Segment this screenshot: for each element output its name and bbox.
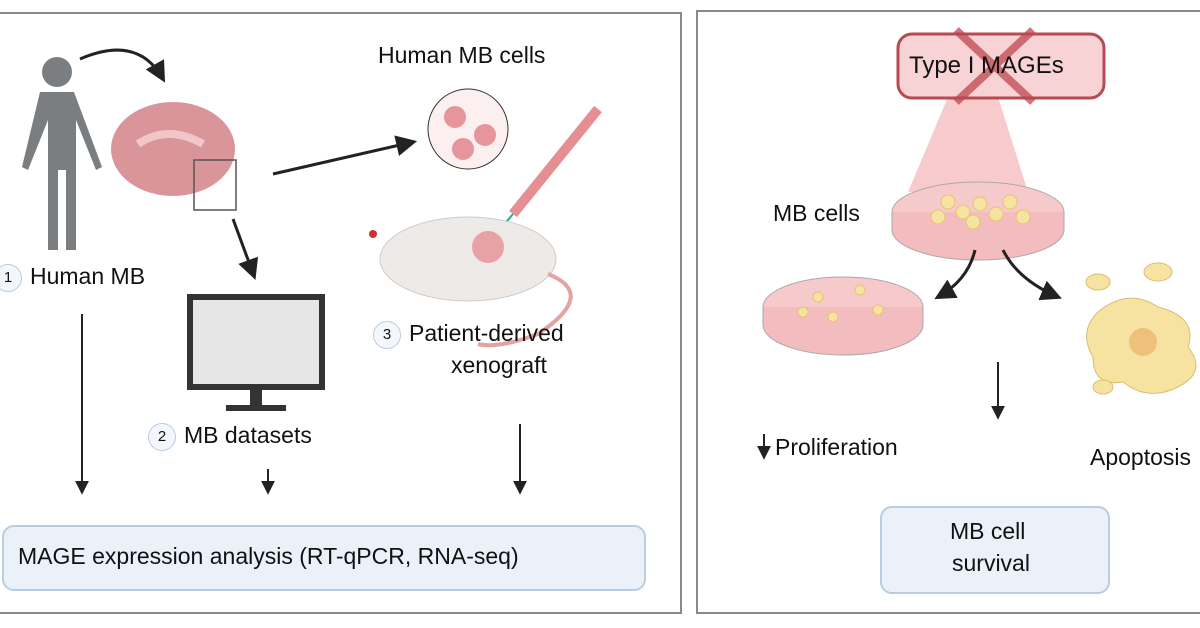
analysis-box: MAGE expression analysis (RT-qPCR, RNA-s… — [2, 525, 646, 591]
human-silhouette-icon — [22, 57, 102, 250]
right-illustration — [757, 27, 1197, 579]
knockout-beam — [908, 97, 1028, 192]
step1-number: 1 — [0, 263, 22, 292]
dish-label: MB cells — [773, 200, 860, 226]
petri-dish-main-icon — [891, 181, 1065, 261]
step2-number: 2 — [148, 422, 176, 451]
monitor-icon — [187, 294, 325, 411]
proliferation-label: Proliferation — [775, 434, 898, 460]
step3-label: 3 Patient-derived — [373, 320, 564, 349]
step1-text: Human MB — [30, 263, 146, 289]
apoptosis-label: Apoptosis — [1090, 444, 1192, 470]
survival-box: MB cell survival — [880, 506, 1110, 594]
left-illustration — [22, 48, 602, 495]
arrow-human-to-brain — [79, 48, 166, 83]
arrow-to-proliferation — [934, 249, 977, 300]
right-panel: Type I MAGEs MB cells Proliferation Apop… — [696, 10, 1200, 614]
step2-text: MB datasets — [184, 422, 312, 448]
knockout-label: Type I MAGEs — [909, 52, 1064, 79]
brain-icon — [111, 102, 237, 211]
apoptosis-cell-icon — [1085, 262, 1197, 395]
step2-label: 2 MB datasets — [148, 422, 312, 451]
step3-text-2: xenograft — [451, 352, 547, 378]
cells-circle-icon — [427, 88, 509, 170]
knockout-x-icon — [953, 27, 1036, 105]
knockout-box — [896, 32, 1106, 100]
arrow-brain-to-datasets — [231, 218, 259, 280]
survival-text-2: survival — [952, 550, 1030, 576]
step3-text-1: Patient-derived — [409, 320, 564, 346]
arrow-to-apoptosis — [1001, 249, 1062, 301]
arrow-brain-to-cells — [272, 135, 418, 176]
survival-text-1: MB cell — [950, 518, 1026, 544]
human-cells-label: Human MB cells — [378, 42, 546, 68]
step1-label: 1 Human MB — [0, 263, 145, 292]
syringe-icon — [502, 105, 602, 227]
petri-dish-proliferation-icon — [762, 276, 924, 356]
analysis-text: MAGE expression analysis (RT-qPCR, RNA-s… — [18, 543, 519, 569]
step3-number: 3 — [373, 320, 401, 349]
mouse-icon — [369, 216, 573, 348]
